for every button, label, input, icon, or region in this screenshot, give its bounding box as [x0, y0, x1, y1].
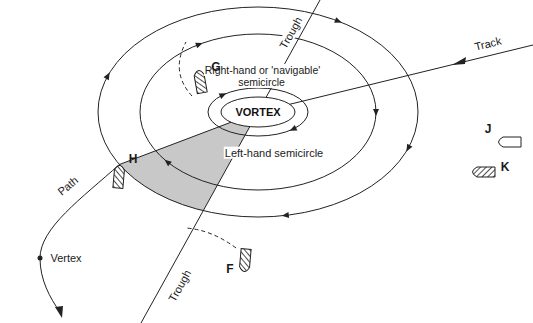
- semicircle-label: Left-hand semicircle: [224, 147, 324, 160]
- wind-arrow: [404, 144, 413, 153]
- dashed-course: [179, 42, 192, 96]
- wind-arrow: [334, 17, 343, 25]
- trough-line: [141, 0, 320, 323]
- ship-symbol: [473, 167, 496, 177]
- track-line: [119, 45, 533, 165]
- trough-label: Trough: [277, 14, 306, 52]
- ship-letter: K: [500, 161, 511, 175]
- outer-isobar: [98, 7, 418, 217]
- ship-letter: H: [128, 153, 139, 167]
- wind-arrow: [373, 109, 379, 116]
- path-arrow: [55, 306, 63, 318]
- path-curve: [40, 165, 119, 313]
- middle-isobar: [140, 34, 376, 190]
- ship-letter: G: [210, 61, 221, 75]
- wind-arrow: [195, 40, 204, 48]
- ship-symbol: [239, 249, 251, 272]
- ship-symbol: [499, 137, 522, 147]
- vortex-label: VORTEX: [235, 106, 280, 118]
- ship-symbol: [113, 165, 125, 188]
- track-label: Track: [472, 34, 503, 53]
- trough-label: Trough: [166, 267, 195, 305]
- shaded-quadrant: [119, 112, 258, 211]
- wind-arrow: [281, 212, 289, 219]
- track-arrow: [452, 57, 466, 65]
- vertex-label: Vertex: [49, 252, 82, 265]
- vertex-dot: [38, 256, 43, 261]
- ship-letter: F: [225, 263, 234, 277]
- wind-arrow: [163, 157, 172, 166]
- wind-arrow: [219, 91, 228, 99]
- inner-isobar: [208, 88, 308, 136]
- ship-letter: J: [484, 123, 493, 137]
- vortex-circle: VORTEX: [220, 96, 296, 128]
- path-label: Path: [54, 173, 81, 199]
- wind-arrow: [104, 71, 113, 80]
- dashed-course: [186, 228, 236, 248]
- wind-arrow: [288, 125, 297, 133]
